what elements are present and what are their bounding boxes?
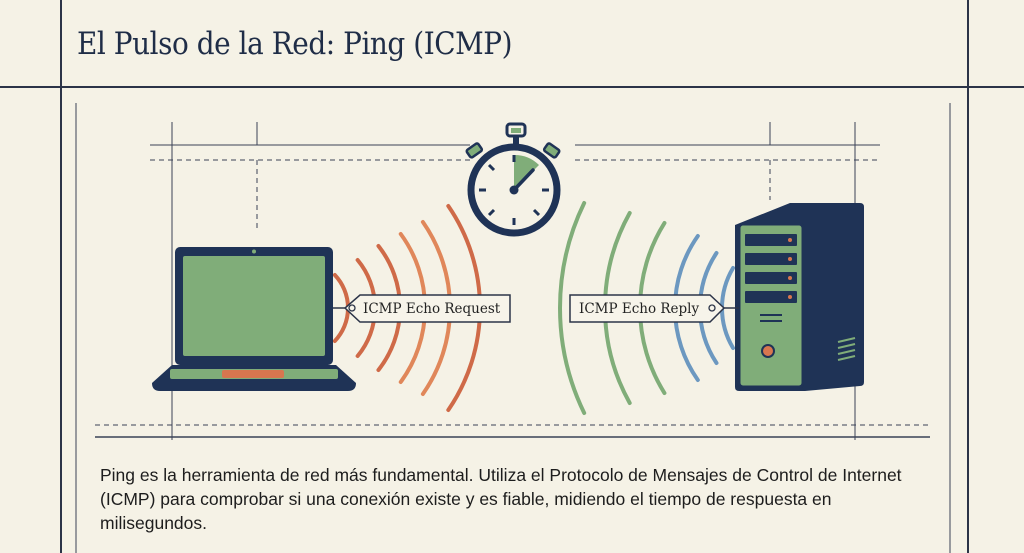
laptop-icon <box>152 247 356 391</box>
stopwatch-icon <box>465 122 561 237</box>
echo-request-text: ICMP Echo Request <box>363 301 501 317</box>
description-text: Ping es la herramienta de red más fundam… <box>100 465 902 533</box>
echo-reply-text: ICMP Echo Reply <box>579 301 700 317</box>
diagram-grid <box>75 103 951 553</box>
wave-arc <box>558 201 587 415</box>
page-title: El Pulso de la Red: Ping (ICMP) <box>77 26 513 62</box>
server-icon <box>735 203 864 391</box>
frame-left-line <box>60 0 62 553</box>
frame-right-line <box>967 0 969 553</box>
echo-reply-label: ICMP Echo Reply <box>569 294 739 323</box>
echo-request-label: ICMP Echo Request <box>333 294 511 323</box>
title-divider <box>0 86 1024 88</box>
